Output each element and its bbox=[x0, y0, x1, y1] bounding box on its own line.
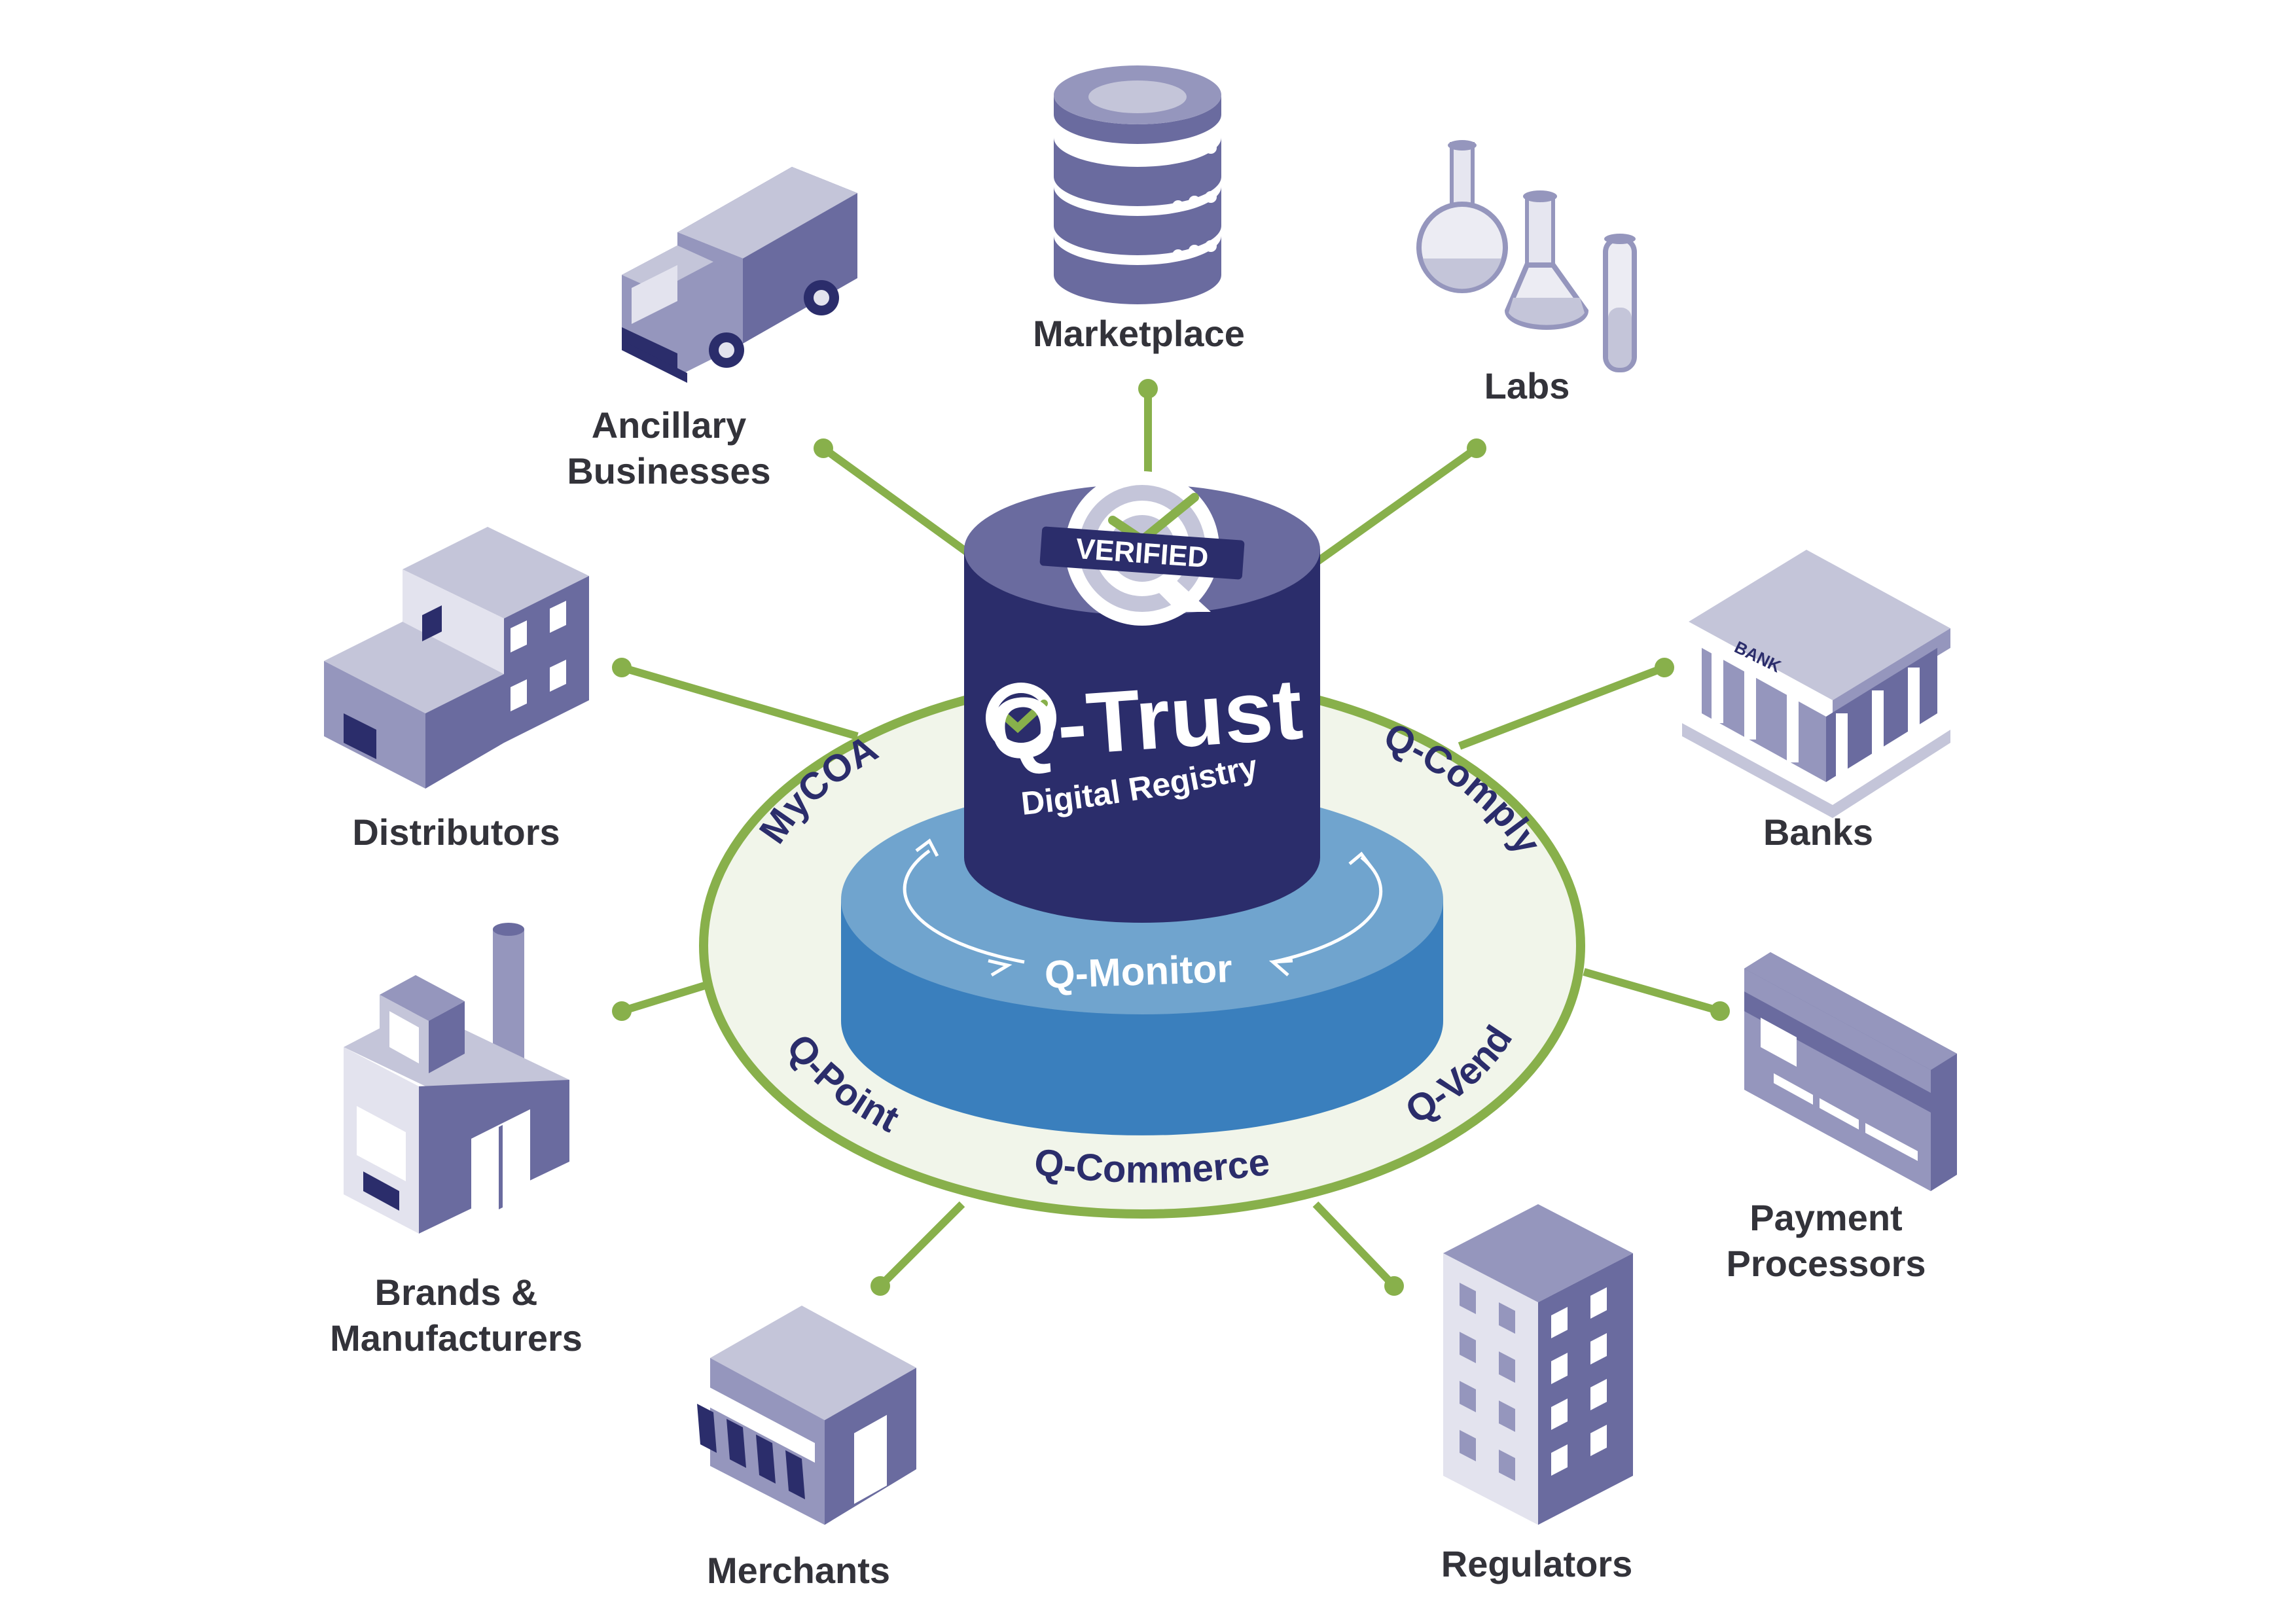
qtrust-logo-check-icon bbox=[986, 683, 1056, 753]
connector-lines bbox=[612, 379, 1730, 1296]
database-icon bbox=[1054, 65, 1221, 304]
label-brands-manufacturers: Brands &Manufacturers bbox=[330, 1272, 583, 1359]
connector-dot-brands bbox=[612, 1001, 632, 1021]
connector-dot-banks bbox=[1655, 658, 1674, 677]
storefront-icon bbox=[691, 1306, 916, 1525]
label-merchants: Merchants bbox=[706, 1550, 891, 1591]
credit-card-icon bbox=[1744, 952, 1957, 1191]
label-marketplace: Marketplace bbox=[1033, 313, 1245, 354]
connector-dot-merchants bbox=[870, 1276, 890, 1296]
label-banks: Banks bbox=[1763, 812, 1874, 853]
label-distributors: Distributors bbox=[352, 812, 560, 853]
monitor-label: Q-Monitor bbox=[1044, 946, 1233, 997]
office-tower-icon bbox=[1443, 1204, 1633, 1525]
factory-icon bbox=[344, 923, 569, 1234]
warehouse-building-icon bbox=[324, 527, 589, 789]
connector-brands bbox=[620, 981, 708, 1015]
connector-banks bbox=[1458, 664, 1666, 750]
bank-building-icon bbox=[1682, 550, 1950, 818]
connector-payment bbox=[1583, 968, 1721, 1015]
connector-dot-marketplace bbox=[1138, 379, 1158, 399]
label-labs: Labs bbox=[1484, 365, 1570, 406]
connector-ancillary bbox=[821, 445, 984, 566]
connector-dot-distributors bbox=[612, 658, 632, 677]
label-regulators: Regulators bbox=[1441, 1543, 1633, 1584]
connector-labs bbox=[1313, 445, 1479, 566]
connector-regulators bbox=[1312, 1201, 1397, 1289]
connector-dot-regulators bbox=[1384, 1276, 1404, 1296]
registry-title: Q-Trust bbox=[985, 660, 1305, 778]
connector-dot-payment bbox=[1710, 1001, 1730, 1021]
connector-merchants bbox=[877, 1201, 965, 1289]
connector-dot-labs bbox=[1467, 438, 1486, 458]
ring-label-qcommerce: Q-Commerce bbox=[1032, 1141, 1272, 1192]
connector-distributors bbox=[620, 664, 859, 740]
delivery-truck-icon bbox=[622, 167, 857, 383]
verified-seal-icon bbox=[1039, 471, 1245, 626]
lab-flasks-icon bbox=[1416, 140, 1637, 372]
connector-dot-ancillary bbox=[814, 438, 833, 458]
